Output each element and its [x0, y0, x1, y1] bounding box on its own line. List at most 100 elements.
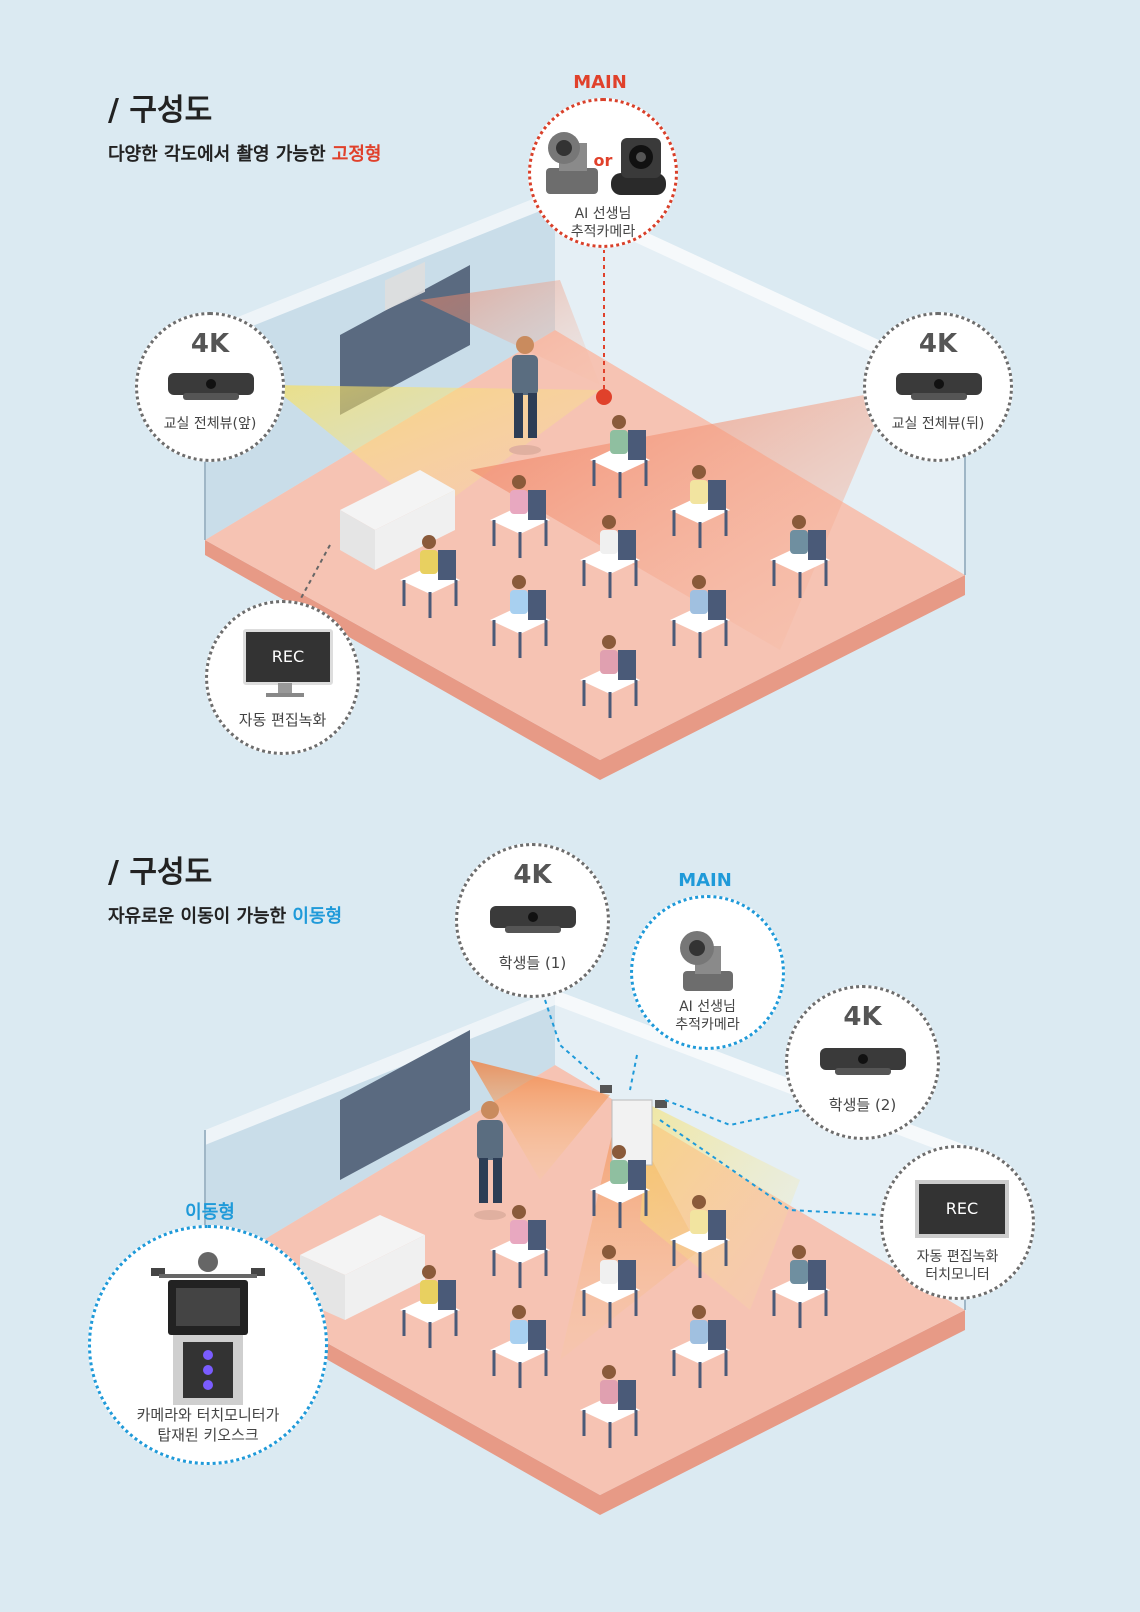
student-head	[512, 1205, 526, 1219]
student-head	[512, 1305, 526, 1319]
student-body	[690, 480, 708, 504]
rec-bubble: REC 자동 편집녹화	[205, 600, 360, 755]
student-body	[690, 590, 708, 614]
student-head	[792, 1245, 806, 1259]
main-caption-line1: AI 선생님	[574, 206, 632, 222]
student-body	[610, 430, 628, 454]
back-cam-caption: 교실 전체뷰(뒤)	[891, 416, 985, 432]
cam2-caption: 학생들 (2)	[828, 1096, 897, 1114]
student-chair	[808, 530, 826, 560]
section1-title: / 구성도	[108, 93, 213, 128]
room-mobile	[204, 990, 966, 1515]
student-cam2-bubble: 4K 학생들 (2)	[785, 985, 940, 1140]
webcam-icon	[820, 1048, 906, 1075]
student-head	[512, 475, 526, 489]
student-body	[610, 1160, 628, 1184]
student-chair	[438, 1280, 456, 1310]
ptz-caption-line2: 추적카메라	[675, 1017, 740, 1033]
cam1-4k-label: 4K	[513, 860, 552, 890]
student-body	[600, 1380, 618, 1404]
student-chair	[708, 1320, 726, 1350]
section2-subtitle: 자유로운 이동이 가능한 이동형	[108, 902, 342, 928]
kiosk-label: 이동형	[185, 1202, 235, 1223]
rec2-caption-line2: 터치모니터	[925, 1267, 990, 1283]
student-head	[602, 515, 616, 529]
kiosk-icon	[151, 1252, 265, 1405]
kiosk-caption-line1: 카메라와 터치모니터가	[136, 1406, 280, 1424]
student-chair	[708, 480, 726, 510]
student-head	[692, 1305, 706, 1319]
front-cam-4k-label: 4K	[190, 329, 230, 359]
student-body	[420, 550, 438, 574]
section2-subtitle-accent: 이동형	[292, 906, 343, 927]
student-chair	[528, 590, 546, 620]
student-body	[510, 590, 528, 614]
student-chair	[708, 590, 726, 620]
section2-subtitle-text: 자유로운 이동이 가능한	[108, 906, 293, 927]
room-fixed	[204, 190, 966, 780]
section1-main-label: MAIN	[573, 72, 627, 93]
student-chair	[808, 1260, 826, 1290]
student-chair	[618, 1380, 636, 1410]
student-body	[510, 1220, 528, 1244]
main-camera-bubble: or AI 선생님 추적카메라	[528, 98, 678, 248]
student-chair	[618, 650, 636, 680]
touch-monitor-icon: REC	[915, 1180, 1009, 1238]
section1-subtitle: 다양한 각도에서 촬영 가능한 고정형	[108, 140, 381, 166]
student-head	[602, 1365, 616, 1379]
student-chair	[528, 1220, 546, 1250]
student-body	[790, 530, 808, 554]
student-body	[690, 1320, 708, 1344]
student-head	[602, 1245, 616, 1259]
student-head	[422, 1265, 436, 1279]
section1-subtitle-accent: 고정형	[331, 144, 382, 165]
student-head	[612, 415, 626, 429]
students-fixed	[400, 415, 830, 718]
rec-touch-monitor-bubble: REC 자동 편집녹화 터치모니터	[880, 1145, 1035, 1300]
student-head	[692, 465, 706, 479]
student-head	[512, 575, 526, 589]
ptz-caption-line1: AI 선생님	[679, 999, 736, 1015]
student-chair	[628, 1160, 646, 1190]
student-chair	[528, 1320, 546, 1350]
student-body	[600, 650, 618, 674]
back-4k-camera-bubble: 4K 교실 전체뷰(뒤)	[863, 312, 1013, 462]
student-chair	[438, 550, 456, 580]
webcam-icon	[490, 906, 576, 933]
section1-subtitle-text: 다양한 각도에서 촬영 가능한	[108, 144, 332, 165]
student-body	[690, 1210, 708, 1234]
kiosk-bubble: 카메라와 터치모니터가 탑재된 키오스크	[88, 1225, 328, 1465]
rec2-caption-line1: 자동 편집녹화	[916, 1249, 999, 1265]
student-cam1-bubble: 4K 학생들 (1)	[455, 843, 610, 998]
student-chair	[628, 430, 646, 460]
student-body	[510, 1320, 528, 1344]
front-cam-caption: 교실 전체뷰(앞)	[163, 416, 257, 432]
webcam-icon	[896, 373, 982, 400]
student-body	[600, 530, 618, 554]
main-ptz-camera-bubble: AI 선생님 추적카메라	[630, 895, 785, 1050]
main-caption-line2: 추적카메라	[570, 224, 636, 240]
student-head	[692, 575, 706, 589]
section2-main-label: MAIN	[678, 870, 732, 891]
kiosk-caption-line2: 탑재된 키오스크	[157, 1426, 259, 1444]
ptz-camera-icon	[680, 931, 733, 991]
student-head	[602, 635, 616, 649]
student-head	[612, 1145, 626, 1159]
student-body	[420, 1280, 438, 1304]
rec-caption: 자동 편집녹화	[238, 711, 327, 729]
students-mobile	[400, 1145, 830, 1448]
student-body	[600, 1260, 618, 1284]
teacher	[474, 1101, 506, 1220]
student-chair	[618, 1260, 636, 1290]
student-head	[792, 515, 806, 529]
student-chair	[528, 490, 546, 520]
student-head	[692, 1195, 706, 1209]
blackboard	[340, 1030, 470, 1180]
student-chair	[708, 1210, 726, 1240]
student-head	[422, 535, 436, 549]
student-body	[510, 490, 528, 514]
back-cam-4k-label: 4K	[918, 329, 958, 359]
ptz-camera-icon	[546, 132, 666, 195]
cam1-caption: 학생들 (1)	[498, 954, 567, 972]
